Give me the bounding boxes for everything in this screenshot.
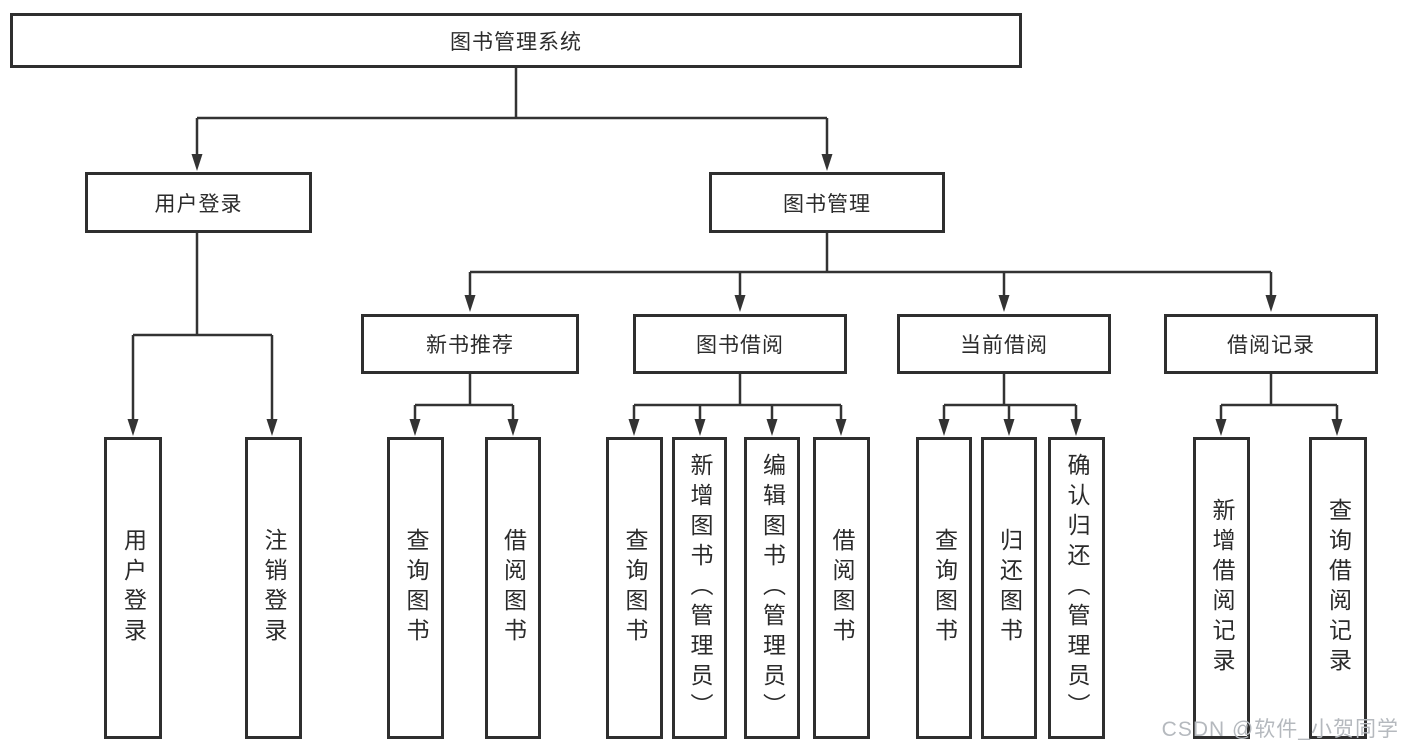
leaf-recommend-borrow-books: 借阅图书 (485, 437, 541, 739)
leaf-recommend-query-books: 查询图书 (387, 437, 444, 739)
node-new-book-recommend: 新书推荐 (361, 314, 579, 374)
node-book-borrow: 图书借阅 (633, 314, 847, 374)
arrowhead-group (127, 154, 1343, 436)
leaf-current-confirm-return-admin: 确认归还（管理员） (1048, 437, 1105, 739)
leaf-current-return-books: 归还图书 (981, 437, 1037, 739)
leaf-current-query-books: 查询图书 (916, 437, 972, 739)
leaf-records-add-record: 新增借阅记录 (1193, 437, 1250, 739)
leaf-borrow-edit-books-admin: 编辑图书（管理员） (744, 437, 800, 739)
node-book-management: 图书管理 (709, 172, 945, 233)
node-current-borrow: 当前借阅 (897, 314, 1111, 374)
leaf-records-query-record: 查询借阅记录 (1309, 437, 1367, 739)
csdn-watermark: CSDN @软件_小贺同学 (1161, 718, 1399, 741)
leaf-borrow-borrow-books: 借阅图书 (813, 437, 870, 739)
leaf-logout: 注销登录 (245, 437, 302, 739)
leaf-borrow-add-books-admin: 新增图书（管理员） (672, 437, 727, 739)
node-root-system: 图书管理系统 (10, 13, 1022, 68)
leaf-user-login: 用户登录 (104, 437, 162, 739)
leaf-borrow-query-books: 查询图书 (606, 437, 663, 739)
node-borrow-records: 借阅记录 (1164, 314, 1378, 374)
node-user-login: 用户登录 (85, 172, 312, 233)
